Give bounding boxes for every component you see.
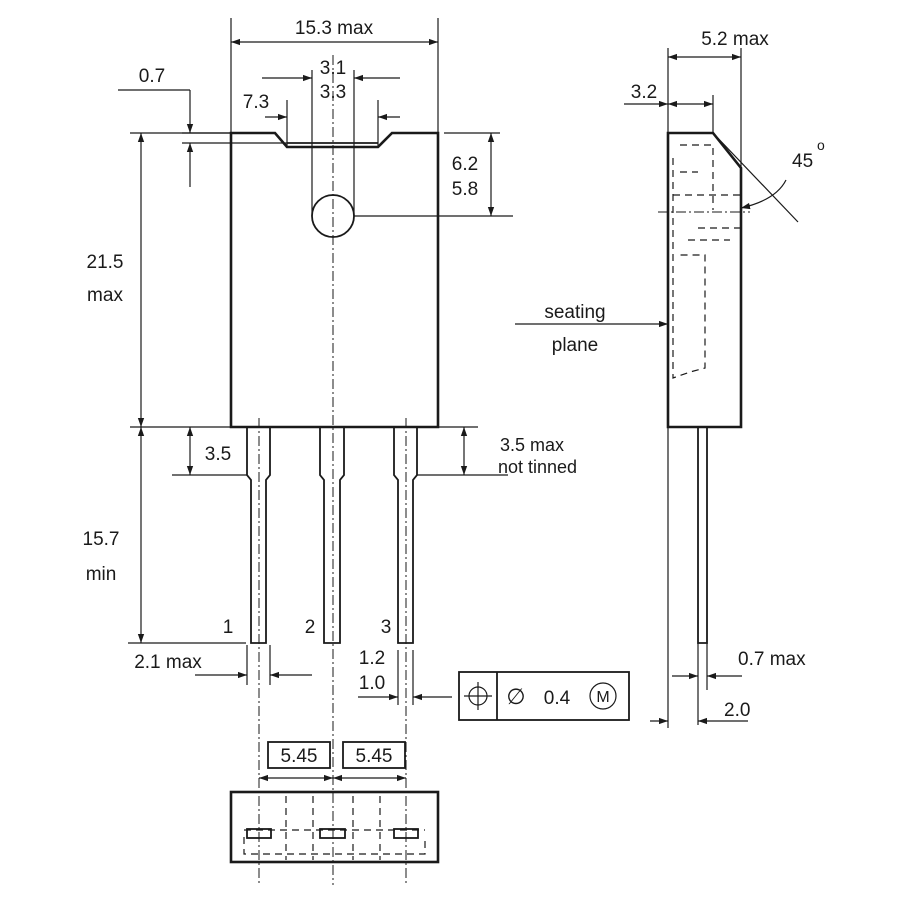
body-height-label: 21.5 (87, 252, 124, 273)
angle-label: 45 (792, 151, 813, 172)
side-body (666, 131, 743, 429)
pitch-label-2: 5.45 (356, 746, 393, 767)
pitch-box-2 (342, 741, 406, 769)
seating-label: seating (544, 302, 605, 323)
tab-thickness-label: 0.7 (139, 66, 165, 87)
bottom-body (229, 790, 440, 864)
notch-label: 7.3 (243, 92, 269, 113)
side-thickness-label: 5.2 max (701, 29, 769, 50)
side-lead (697, 427, 708, 644)
hole-offset-label: 6.2 (452, 154, 478, 175)
not-tinned-label-2: not tinned (498, 457, 577, 477)
lead-thickness-label: 0.7 max (738, 649, 806, 670)
bottom-view: 5.45 5.45 (229, 741, 440, 864)
lead-length-label-2: min (86, 564, 117, 585)
hole-offset-label-2: 5.8 (452, 179, 478, 200)
front-view: 15.3 max 3.1 3.3 7.3 0.7 6.2 5.8 21.5 ma… (83, 18, 577, 885)
body-height-label-2: max (87, 285, 123, 306)
lead-2 (319, 427, 345, 644)
pin-3-label: 3 (381, 617, 392, 638)
hole-span-label: 3.1 (320, 58, 346, 79)
mmc-modifier-circle (589, 682, 617, 710)
side-view: 5.2 max 3.2 45 o seating plane 0.7 max 2… (515, 29, 825, 728)
pin-2-label: 2 (305, 617, 316, 638)
lead-section-2 (319, 828, 346, 839)
lead-width-label: 1.2 (359, 648, 385, 669)
lead-length-label: 15.7 (83, 529, 120, 550)
package-body (229, 131, 440, 429)
tolerance-value: 0.4 (544, 688, 571, 709)
tolerance-modifier: M (596, 689, 609, 706)
seating-label-2: plane (552, 335, 599, 356)
pin-1-label: 1 (223, 617, 234, 638)
position-tolerance-frame: ∅ 0.4 M (458, 671, 630, 721)
side-tab-label: 3.2 (631, 82, 657, 103)
lead-shoulder-label: 3.5 (205, 444, 231, 465)
shoulder-width-label: 2.1 max (134, 652, 202, 673)
lead-section-1 (246, 828, 272, 839)
pitch-box-1 (267, 741, 331, 769)
angle-unit: o (817, 137, 825, 153)
lead-offset-label: 2.0 (724, 700, 750, 721)
diameter-symbol: ∅ (506, 684, 525, 709)
pitch-label-1: 5.45 (281, 746, 318, 767)
width-label: 15.3 max (295, 18, 374, 39)
lead-width-label-2: 1.0 (359, 673, 385, 694)
lead-section-3 (393, 828, 419, 839)
hole-span-label-2: 3.3 (320, 82, 346, 103)
not-tinned-label: 3.5 max (500, 435, 564, 455)
